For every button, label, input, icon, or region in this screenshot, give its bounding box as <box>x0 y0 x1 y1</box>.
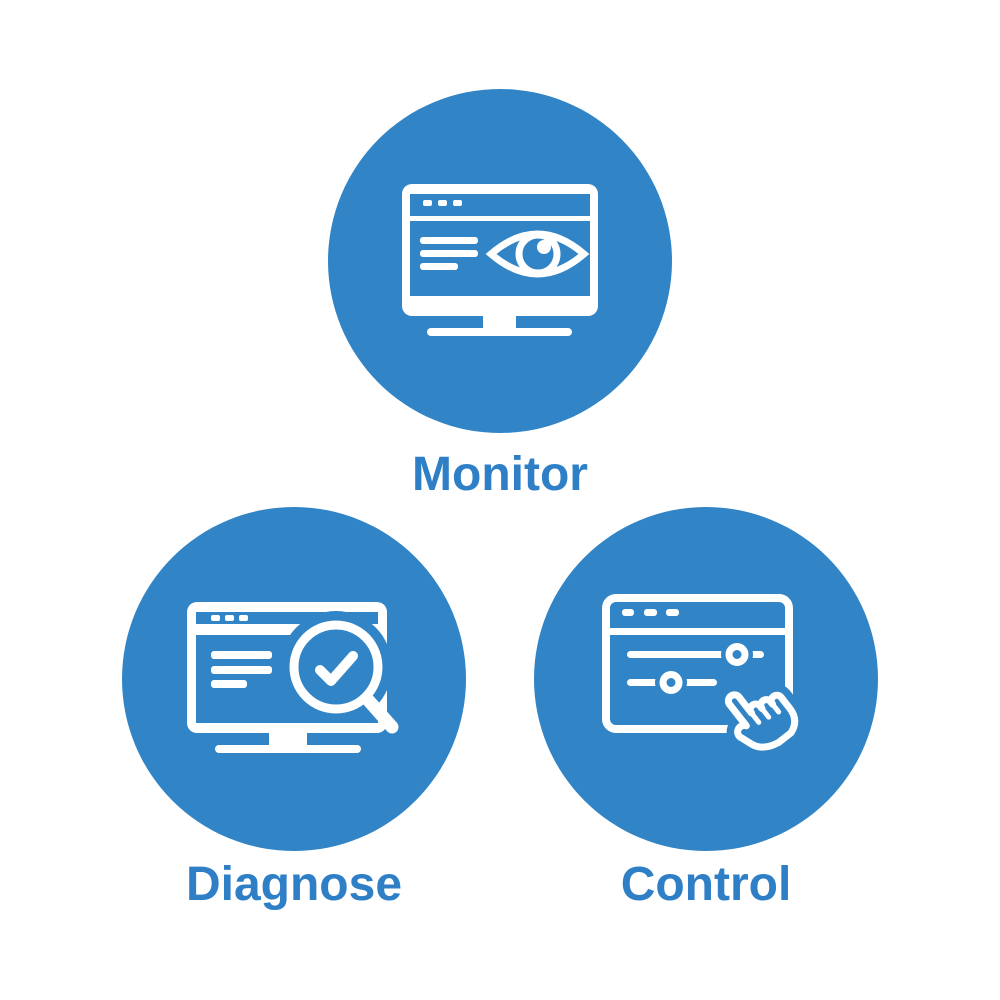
feature-circle-diagnose <box>122 507 466 851</box>
magnifier-handle <box>362 694 399 734</box>
magnifier-icon <box>280 611 399 734</box>
monitor-magnifier-check-icon <box>187 602 399 753</box>
monitor-screen-eye-icon <box>402 184 598 336</box>
window-sliders-hand-icon <box>601 593 806 758</box>
slider-2 <box>626 666 717 698</box>
text-lines-icon <box>420 237 478 270</box>
browser-window-outline <box>601 593 793 733</box>
slider-1 <box>626 638 764 670</box>
feature-circle-monitor <box>328 89 672 433</box>
feature-label-monitor: Monitor <box>412 448 588 501</box>
checkmark-icon <box>315 651 358 686</box>
slider-knob <box>659 670 682 694</box>
window-dots-icon <box>621 608 679 616</box>
finger-separators <box>748 701 781 725</box>
window-dots-icon <box>211 615 248 621</box>
feature-label-control: Control <box>620 858 792 911</box>
monitor-stand <box>427 316 572 336</box>
feature-label-diagnose: Diagnose <box>185 858 403 911</box>
eye-icon <box>485 230 590 278</box>
monitor-stand <box>215 733 361 753</box>
feature-circle-control <box>534 507 878 851</box>
text-lines-icon <box>211 651 272 688</box>
pointing-hand-icon <box>717 683 806 758</box>
slider-knob <box>725 642 748 666</box>
window-dots-icon <box>423 200 462 206</box>
